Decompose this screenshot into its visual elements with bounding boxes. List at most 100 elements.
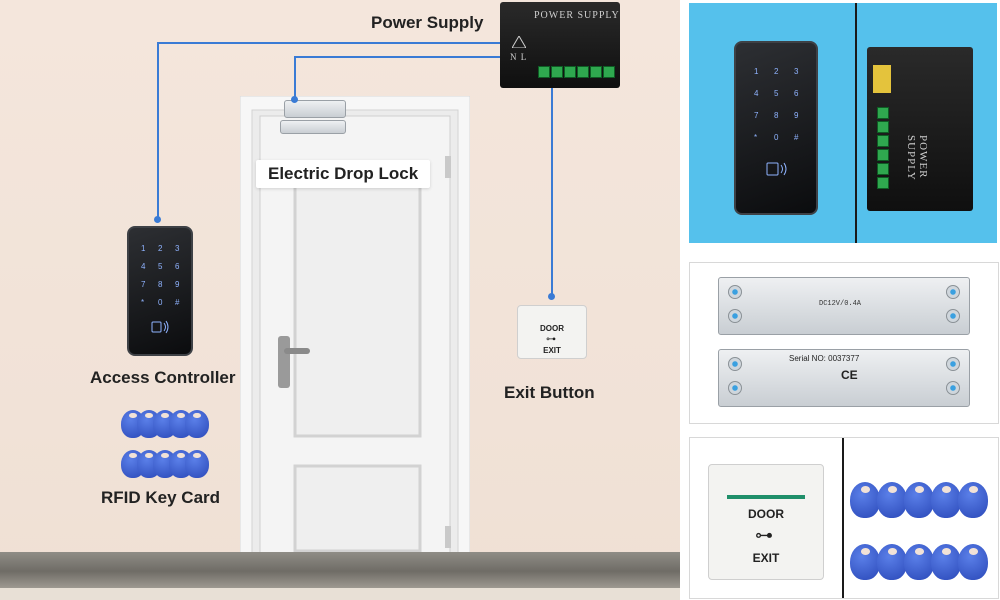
access-controller-keypad: 1 2 3 4 5 6 7 8 9 * 0 # (127, 226, 193, 356)
keypad-key: 7 (141, 280, 146, 289)
lock-screw (728, 357, 742, 371)
rfid-tag (877, 544, 907, 580)
keypad-key: 4 (754, 89, 759, 98)
psu-terminal (877, 121, 889, 133)
warning-triangle-icon (512, 36, 526, 48)
exit-button-indicator (727, 495, 805, 499)
rfid-tag (850, 544, 880, 580)
lock-spec: DC12V/0.4A (819, 300, 862, 308)
wire-power-to-controller-v (157, 42, 159, 220)
psu-title: POWER SUPPLY (534, 10, 620, 21)
door-handle (284, 348, 310, 354)
installation-scene: POWER SUPPLY N L Power Supply Electric D… (0, 0, 680, 600)
panel-exit-and-tags: DOOR ⊶ EXIT (689, 437, 999, 599)
keypad-key: 0 (158, 298, 163, 307)
psu-terminal (877, 135, 889, 147)
lock-screw (946, 381, 960, 395)
label-power-supply: Power Supply (371, 13, 484, 32)
psu-terminal (538, 66, 550, 78)
door-panel-bottom (293, 464, 422, 553)
psu-terminal (877, 107, 889, 119)
rfid-tag (185, 450, 209, 478)
power-supply-device: POWER SUPPLY N L (500, 2, 620, 88)
key-icon: ⊶ (546, 334, 556, 345)
lock-screw (946, 309, 960, 323)
label-access-controller: Access Controller (90, 368, 236, 387)
keypad-key: 2 (158, 244, 163, 253)
keypad-key: 9 (794, 111, 799, 120)
product-keypad: 1 2 3 4 5 6 7 8 9 * 0 # (734, 41, 818, 215)
exit-button-text-door: DOOR (540, 324, 564, 333)
product-exit-text-exit: EXIT (752, 551, 780, 565)
keypad-key: 5 (158, 262, 163, 271)
lock-screw (728, 381, 742, 395)
keypad-key: 3 (794, 67, 799, 76)
product-exit-text-door: DOOR (748, 507, 784, 521)
rfid-tag (958, 544, 988, 580)
floor-baseline (0, 588, 680, 600)
keypad-key: # (794, 133, 799, 142)
hinge-bottom (445, 526, 451, 548)
label-exit-button: Exit Button (504, 383, 595, 402)
keypad-key: 1 (754, 67, 759, 76)
label-rfid-key-card: RFID Key Card (101, 488, 221, 507)
rfid-tag (185, 410, 209, 438)
product-psu-title: POWER SUPPLY (905, 135, 929, 181)
label-electric-drop-lock: Electric Drop Lock (256, 160, 431, 188)
keypad-key: 6 (175, 262, 180, 271)
drop-lock-device (284, 100, 346, 118)
rfid-tag (850, 482, 880, 518)
psu-terminal (877, 177, 889, 189)
lock-screw (946, 285, 960, 299)
psu-terminal (877, 163, 889, 175)
key-icon: ⊶ (755, 525, 773, 546)
lock-serial: Serial NO: 0037377 (789, 354, 860, 363)
keypad-key: * (754, 133, 758, 142)
rfid-tag (877, 482, 907, 518)
wire-power-to-lock-h (294, 56, 500, 58)
psu-terminal-letters: N L (510, 52, 528, 62)
rfid-reader-icon (766, 162, 787, 176)
ce-mark-icon: CE (841, 368, 858, 382)
door-handle-plate (278, 336, 290, 388)
lock-screw (946, 357, 960, 371)
psu-terminal (877, 149, 889, 161)
lock-screw (728, 309, 742, 323)
keypad-key: * (141, 298, 145, 307)
wire-node-controller (154, 216, 161, 223)
keypad-key: # (175, 298, 180, 307)
keypad-key: 4 (141, 262, 146, 271)
wire-power-to-lock-v (294, 56, 296, 100)
panel-divider (842, 438, 844, 598)
panel-divider (855, 3, 857, 243)
panel-controller-and-psu: 1 2 3 4 5 6 7 8 9 * 0 # POWER SUPPLY (689, 3, 997, 243)
product-lock-body: DC12V/0.4A (718, 277, 970, 335)
product-lock-strike: Serial NO: 0037377 CE (718, 349, 970, 407)
rfid-tag (931, 482, 961, 518)
rfid-reader-icon (151, 320, 169, 334)
product-power-supply: POWER SUPPLY (867, 47, 973, 211)
psu-terminal (551, 66, 563, 78)
drop-lock-strike (280, 120, 346, 134)
keypad-key: 2 (774, 67, 779, 76)
product-exit-button: DOOR ⊶ EXIT (708, 464, 824, 580)
rfid-tag (931, 544, 961, 580)
keypad-key: 7 (754, 111, 759, 120)
keypad-key: 5 (774, 89, 779, 98)
keypad-key: 9 (175, 280, 180, 289)
psu-fuse (873, 65, 891, 93)
rfid-tag (958, 482, 988, 518)
lock-screw (728, 285, 742, 299)
keypad-key: 0 (774, 133, 779, 142)
wire-power-to-exit-v (551, 86, 553, 296)
exit-button-text-exit: EXIT (543, 346, 561, 355)
psu-terminal (603, 66, 615, 78)
keypad-key: 8 (158, 280, 163, 289)
keypad-key: 6 (794, 89, 799, 98)
keypad-key: 8 (774, 111, 779, 120)
panel-drop-lock: DC12V/0.4A Serial NO: 0037377 CE (689, 262, 999, 424)
rfid-tag (904, 544, 934, 580)
door-panel-top (293, 164, 422, 438)
rfid-tag (904, 482, 934, 518)
wire-power-to-controller-h (157, 42, 500, 44)
